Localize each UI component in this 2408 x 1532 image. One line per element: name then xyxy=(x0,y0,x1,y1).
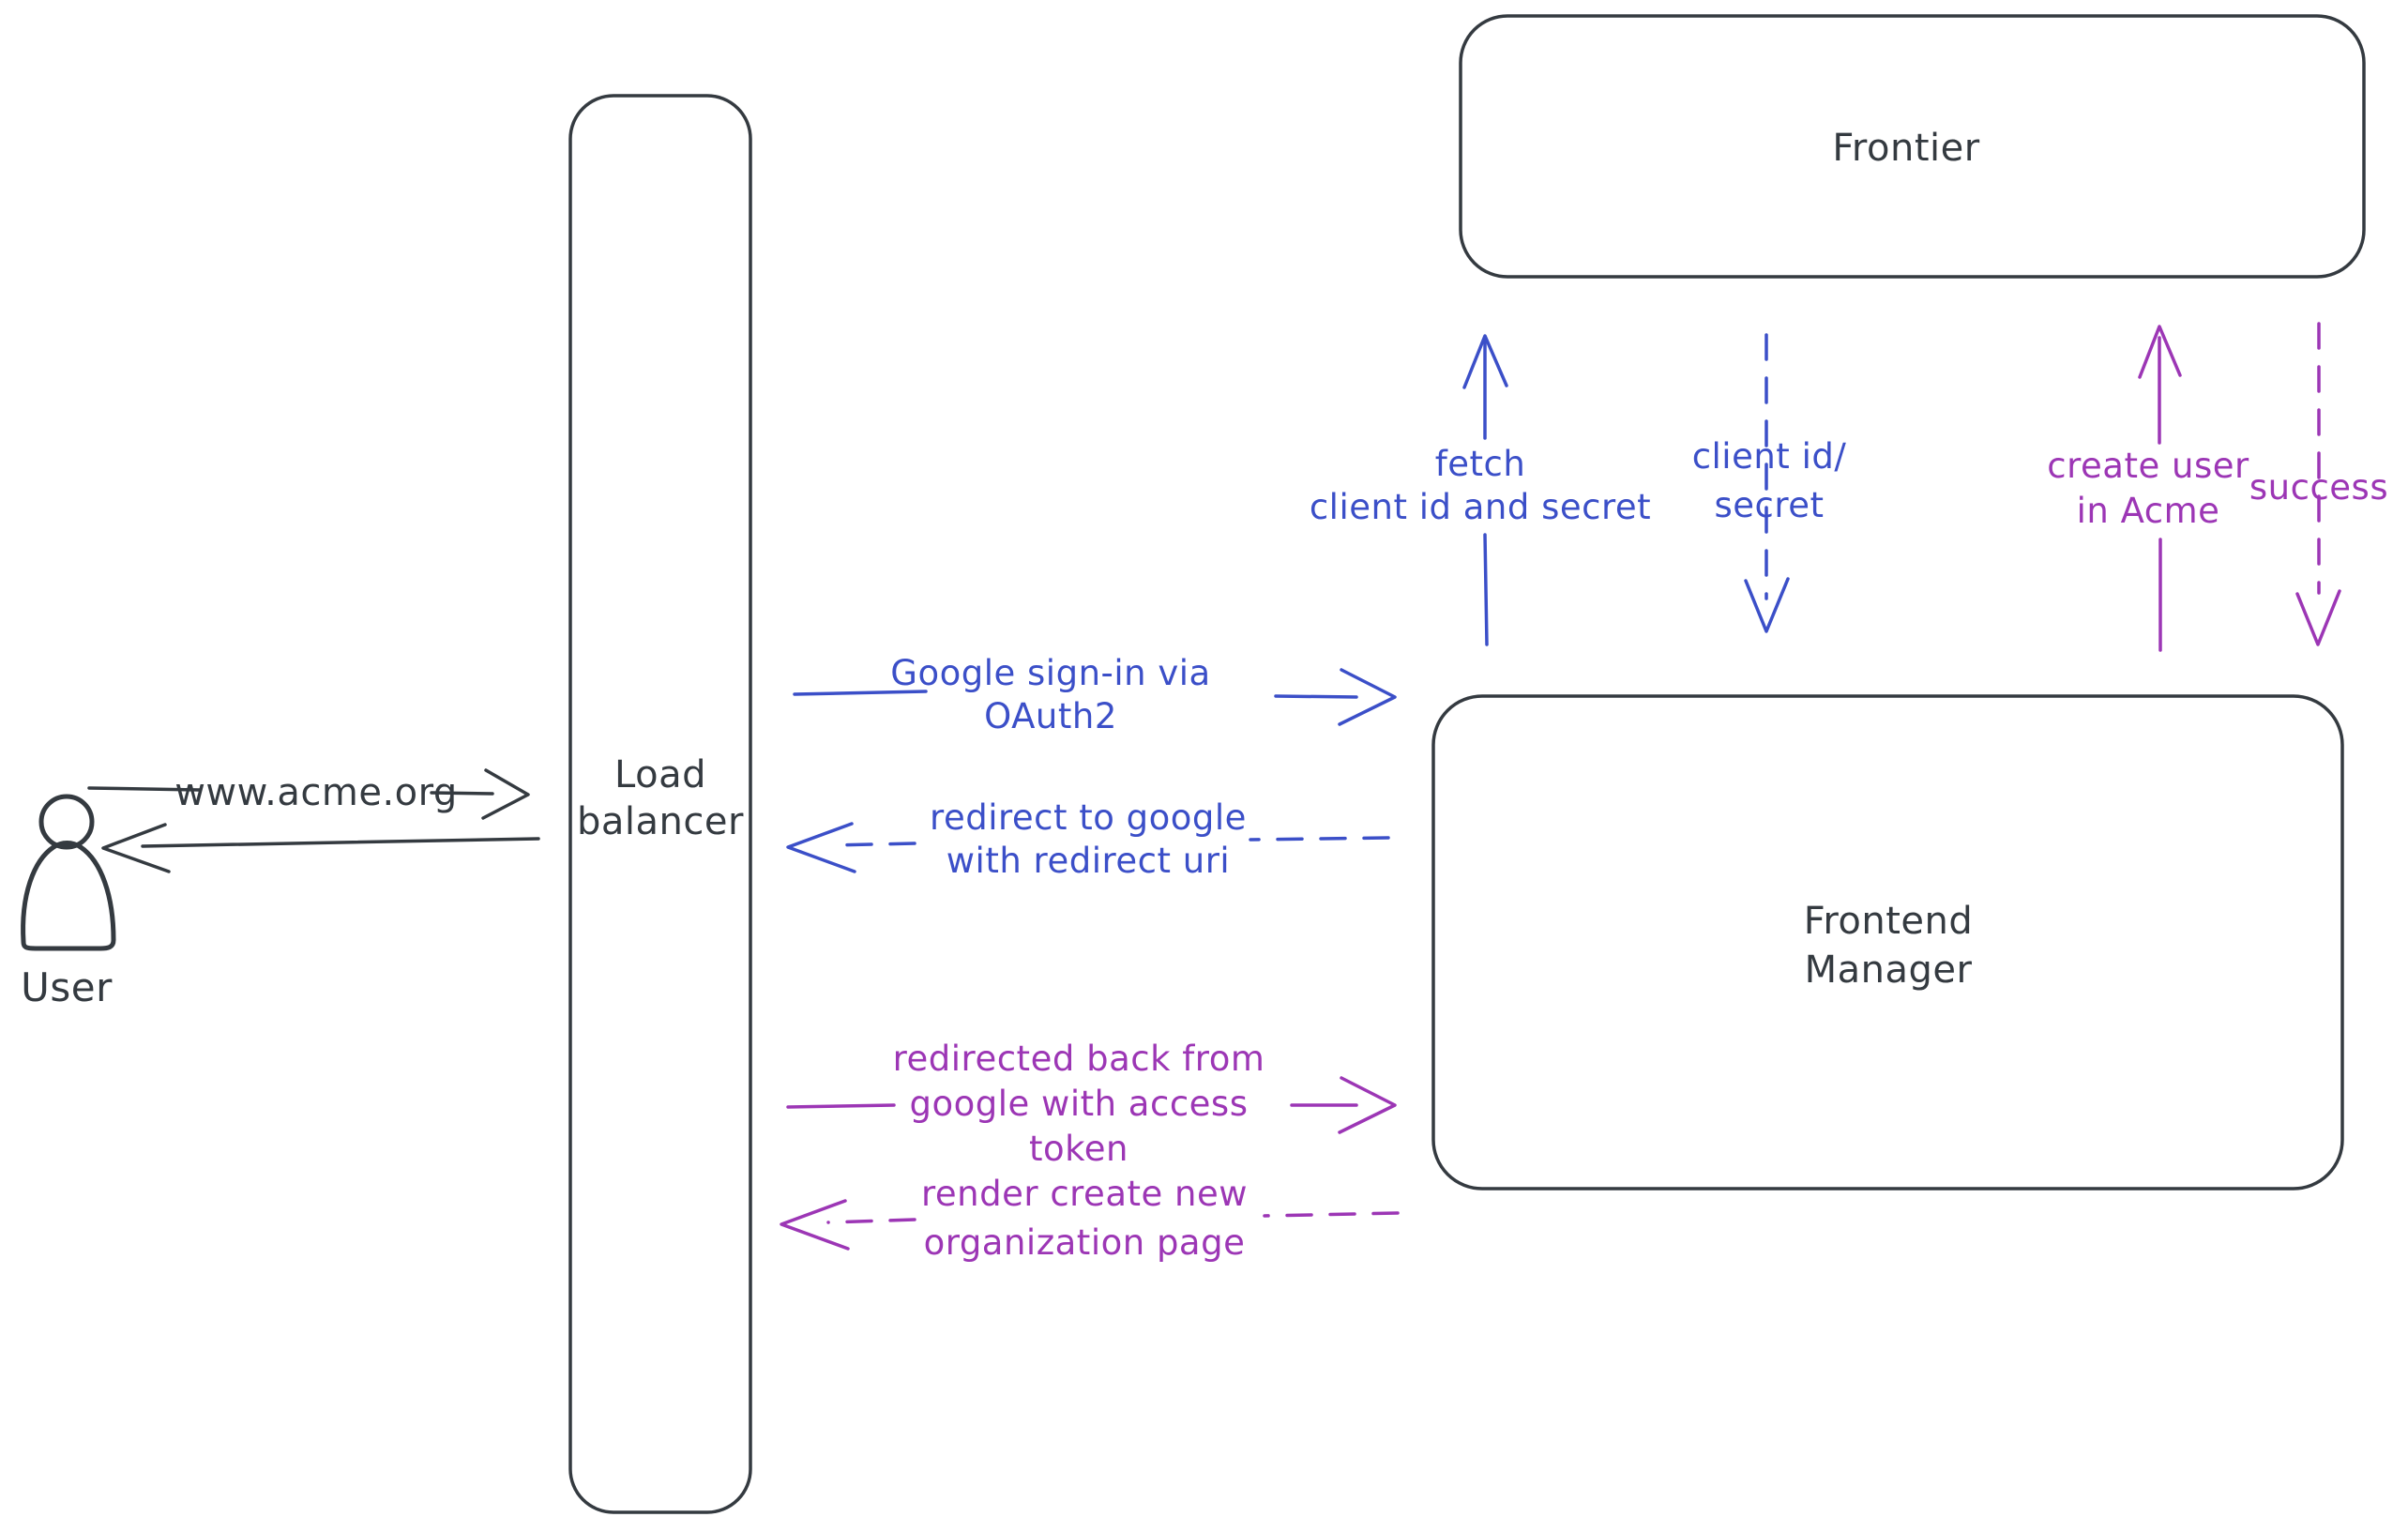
arrow-fetch-client-id xyxy=(1462,334,1508,646)
arrow-www-acme xyxy=(87,768,530,820)
arrow-redirect-to-google xyxy=(786,822,1390,873)
www-acme-label: www.acme.org xyxy=(174,771,458,814)
load-balancer-box xyxy=(568,94,752,1514)
user-head xyxy=(38,794,95,850)
redirected-back-label: redirected back from google with access … xyxy=(892,1039,1265,1169)
fetch-client-id-label: fetch client id and secret xyxy=(1309,444,1652,527)
google-signin-label: Google sign-in via OAuth2 xyxy=(890,653,1211,736)
frontend-manager-label: Frontend Manager xyxy=(1803,900,1974,992)
frontend-manager-box xyxy=(1431,694,2344,1191)
arrow-render-org-page xyxy=(780,1199,1400,1251)
client-id-secret-label: client id/ secret xyxy=(1691,436,1847,525)
user-person-icon xyxy=(21,794,116,951)
user-body xyxy=(21,841,116,951)
redirect-to-google-label: redirect to google with redirect uri xyxy=(930,797,1247,881)
frontier-box xyxy=(1459,14,2366,279)
arrow-google-signin xyxy=(793,668,1397,726)
create-user-label: create user in Acme xyxy=(2047,446,2249,531)
frontier-label: Frontier xyxy=(1832,127,1980,170)
arrow-redirected-back xyxy=(786,1076,1397,1134)
render-org-page-label: render create new organization page xyxy=(920,1174,1249,1263)
arrow-client-id-secret xyxy=(1744,333,1790,633)
success-label: success xyxy=(2249,467,2389,508)
arrow-return-to-user xyxy=(101,823,540,873)
user-label: User xyxy=(21,964,113,1010)
arrow-create-user xyxy=(2138,325,2182,652)
arrow-success xyxy=(2295,322,2341,646)
load-balancer-label: Load balancer xyxy=(577,753,744,843)
